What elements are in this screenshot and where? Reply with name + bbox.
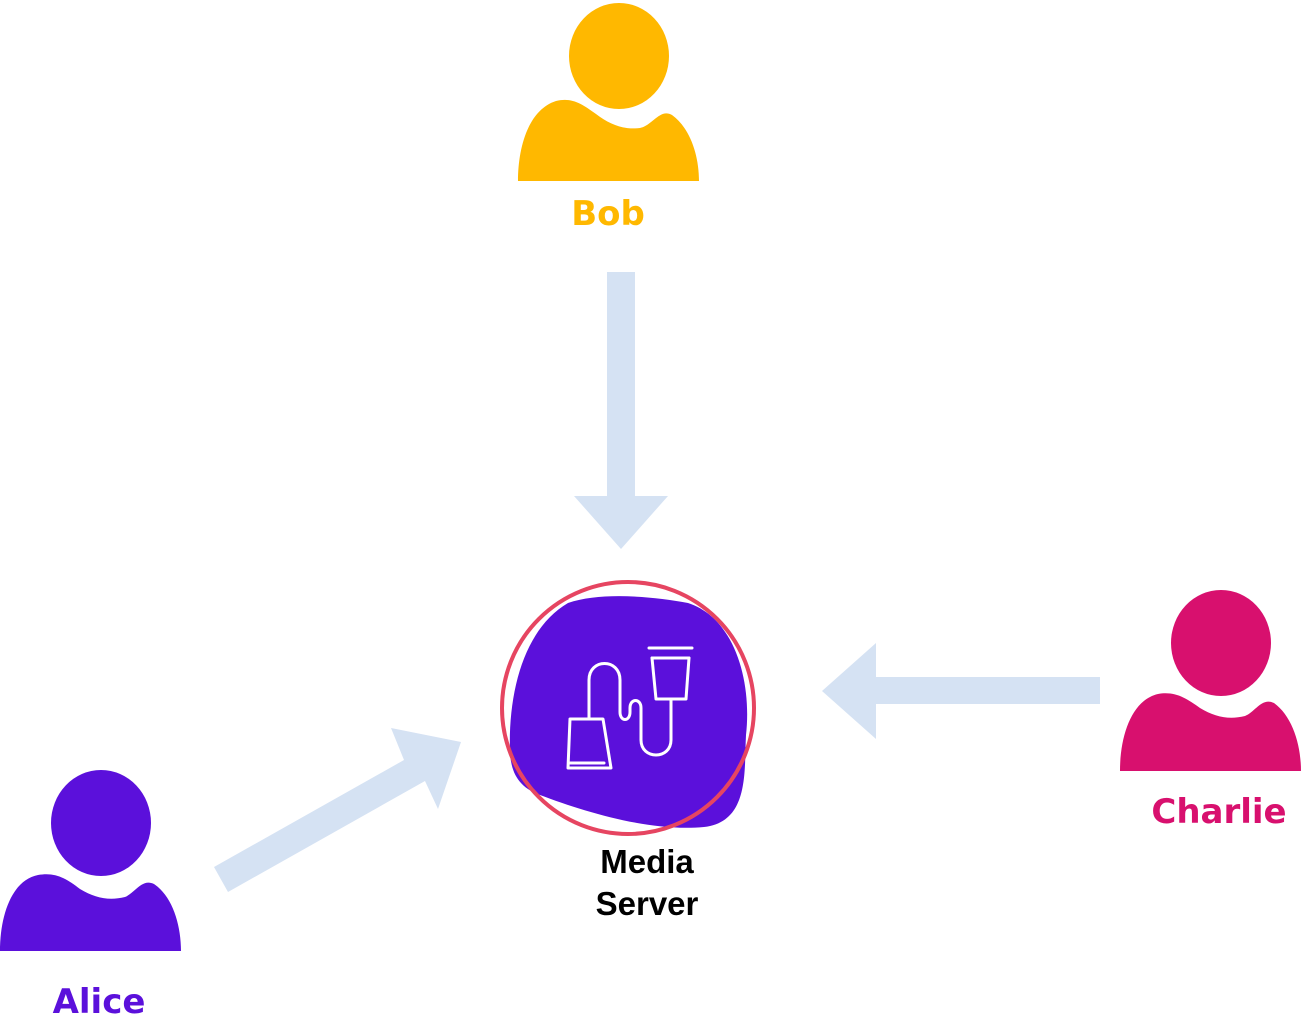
- charlie-person-icon: [1120, 590, 1301, 771]
- server-label-line1: Media: [600, 843, 694, 880]
- charlie-label: Charlie: [1151, 792, 1286, 832]
- bob-person-icon: [518, 3, 699, 181]
- server-ring: [500, 580, 756, 836]
- alice-label: Alice: [53, 982, 146, 1022]
- edge-charlie-to-server: [822, 643, 1100, 739]
- bob-label: Bob: [571, 194, 645, 234]
- edge-alice-to-server: [214, 728, 461, 892]
- media-server-icon: [566, 646, 694, 770]
- left-arrow-icon: [822, 643, 1100, 739]
- alice-person-icon: [0, 770, 181, 951]
- diagonal-arrow-icon: [214, 728, 461, 892]
- server-label-line2: Server: [596, 885, 699, 922]
- node-bob: Bob: [518, 3, 699, 234]
- node-charlie: Charlie: [1120, 590, 1301, 832]
- node-media-server: Media Server: [500, 580, 756, 922]
- edge-bob-to-server: [574, 272, 668, 549]
- node-alice: Alice: [0, 770, 181, 1022]
- down-arrow-icon: [574, 272, 668, 549]
